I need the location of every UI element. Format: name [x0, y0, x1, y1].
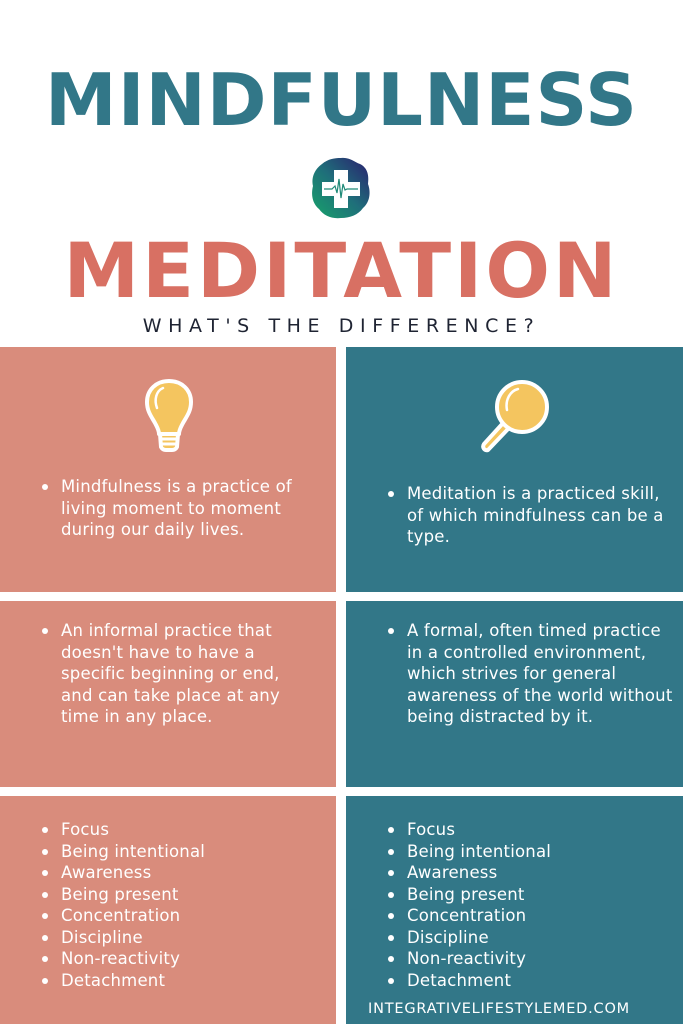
mindfulness-definition-list: Mindfulness is a practice of living mome…	[40, 476, 310, 541]
meditation-definition-panel: Meditation is a practiced skill, of whic…	[346, 347, 683, 592]
list-item: Focus	[386, 819, 676, 841]
list-item: Concentration	[40, 905, 310, 927]
meditation-practice-panel: A formal, often timed practice in a cont…	[346, 601, 683, 787]
meditation-practice-list: A formal, often timed practice in a cont…	[386, 620, 676, 728]
list-item: Being present	[40, 884, 310, 906]
title-mindfulness: MINDFULNESS	[45, 58, 638, 142]
list-item: A formal, often timed practice in a cont…	[386, 620, 676, 728]
magnifying-glass-icon	[476, 378, 556, 458]
list-item: Non-reactivity	[40, 948, 310, 970]
list-item: Detachment	[40, 970, 310, 992]
list-item: Being intentional	[40, 841, 310, 863]
meditation-benefits-panel: Focus Being intentional Awareness Being …	[346, 796, 683, 1024]
list-item: Detachment	[386, 970, 676, 992]
mindfulness-practice-panel: An informal practice that doesn't have t…	[0, 601, 336, 787]
mindfulness-definition-panel: Mindfulness is a practice of living mome…	[0, 347, 336, 592]
list-item: Awareness	[40, 862, 310, 884]
website-url: INTEGRATIVELIFESTYLEMED.COM	[368, 1001, 630, 1017]
meditation-definition-list: Meditation is a practiced skill, of whic…	[386, 483, 676, 548]
mindfulness-benefits-list: Focus Being intentional Awareness Being …	[40, 819, 310, 991]
list-item: Non-reactivity	[386, 948, 676, 970]
title-meditation: MEDITATION	[63, 226, 620, 315]
subtitle: WHAT'S THE DIFFERENCE?	[142, 315, 541, 337]
list-item: Meditation is a practiced skill, of whic…	[386, 483, 676, 548]
mindfulness-practice-list: An informal practice that doesn't have t…	[40, 620, 310, 728]
lightbulb-icon	[143, 378, 195, 456]
mindfulness-benefits-panel: Focus Being intentional Awareness Being …	[0, 796, 336, 1024]
list-item: An informal practice that doesn't have t…	[40, 620, 310, 728]
list-item: Awareness	[386, 862, 676, 884]
list-item: Discipline	[386, 927, 676, 949]
list-item: Focus	[40, 819, 310, 841]
list-item: Mindfulness is a practice of living mome…	[40, 476, 310, 541]
list-item: Being present	[386, 884, 676, 906]
list-item: Discipline	[40, 927, 310, 949]
list-item: Concentration	[386, 905, 676, 927]
meditation-benefits-list: Focus Being intentional Awareness Being …	[386, 819, 676, 991]
medical-cross-heartbeat-icon	[310, 156, 372, 220]
list-item: Being intentional	[386, 841, 676, 863]
